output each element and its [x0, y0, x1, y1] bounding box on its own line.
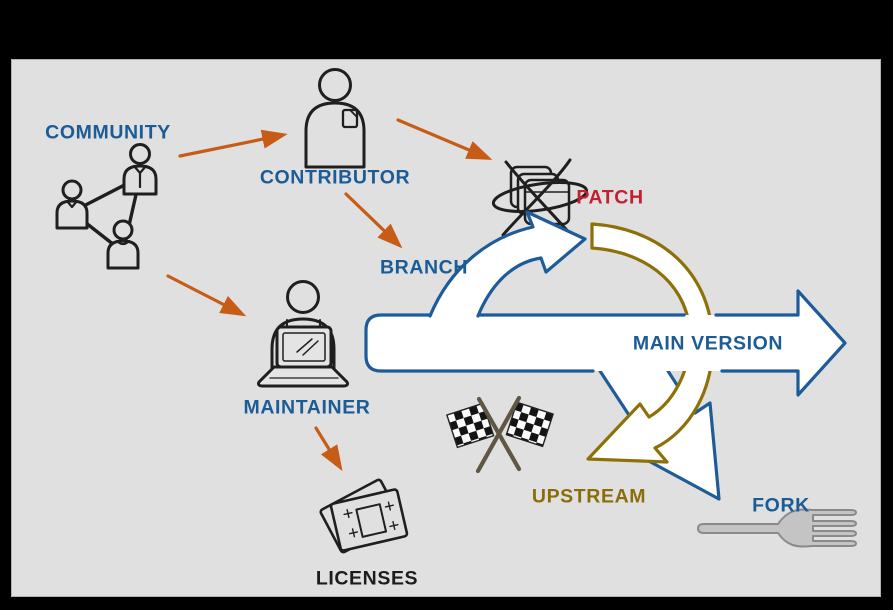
branch-merge-arrow [428, 210, 587, 318]
maintainer-label: MAINTAINER [243, 396, 371, 419]
orange-arrows [166, 118, 493, 472]
upstream-label: UPSTREAM [531, 485, 647, 508]
fork-label: FORK [752, 494, 810, 517]
main-version-arrow [364, 289, 847, 397]
people-network-icon [55, 143, 158, 270]
contributor-label: CONTRIBUTOR [259, 166, 411, 189]
person-icon [304, 68, 366, 169]
patch-label: PATCH [576, 186, 644, 209]
upstream-arrow [586, 222, 715, 464]
arrow-community-maintainer [166, 274, 247, 317]
arrow-contributor-patch [396, 118, 493, 160]
community-label: COMMUNITY [45, 121, 171, 144]
arrow-maintainer-licenses [314, 426, 343, 472]
fork-cutlery-icon [697, 508, 857, 548]
licenses-label: LICENSES [315, 567, 419, 590]
arrow-community-contributor [178, 129, 288, 158]
main-version-label: MAIN VERSION [632, 332, 784, 355]
person-laptop-icon [257, 280, 349, 388]
branch-label: BRANCH [379, 256, 469, 279]
papers-icon [319, 478, 409, 554]
arrow-contributor-branch [344, 192, 403, 249]
checkered-flags-icon [446, 395, 554, 474]
